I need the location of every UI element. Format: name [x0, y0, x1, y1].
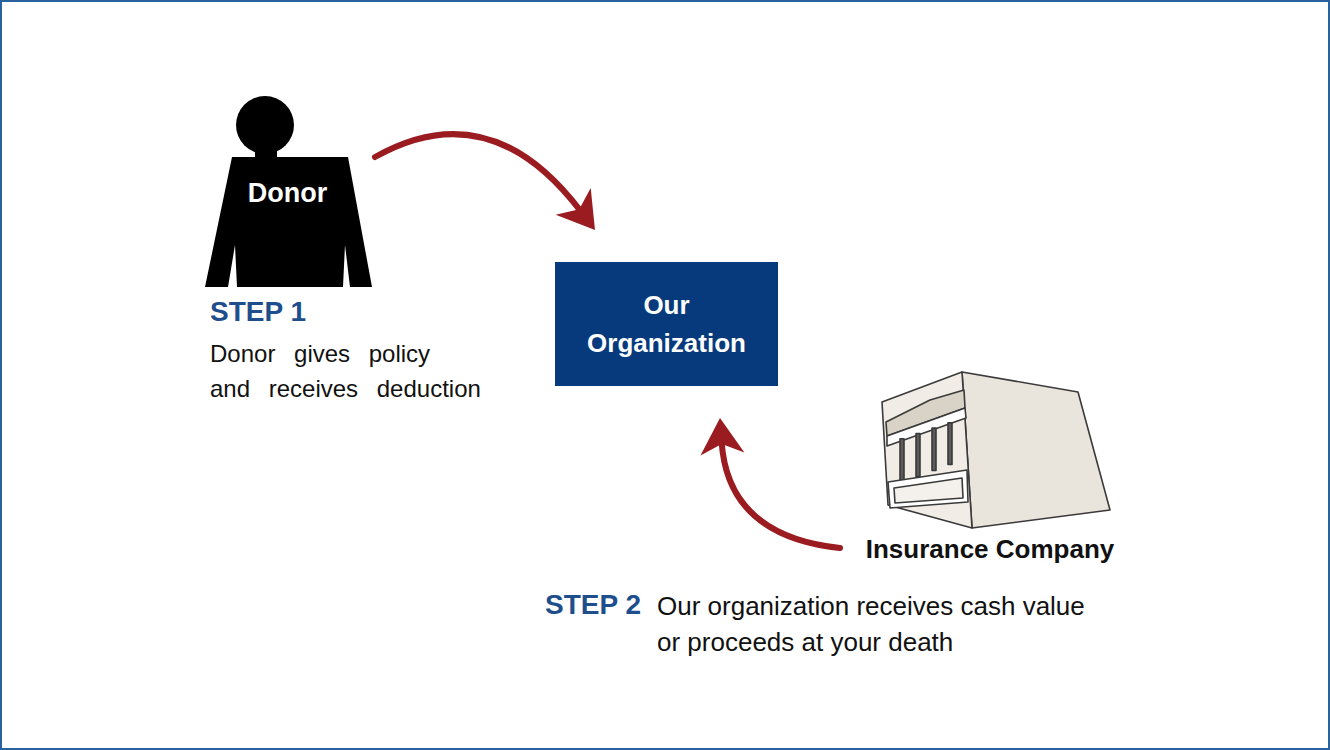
step-number: STEP 2 [545, 587, 641, 623]
building-column [900, 439, 904, 483]
building-frieze [887, 408, 966, 446]
curved-arrow [700, 418, 840, 548]
arrow-head [700, 418, 744, 455]
node-text: Our Organization [581, 286, 752, 362]
step-number: STEP 1 [210, 295, 306, 329]
curved-arrow [375, 134, 595, 230]
arrow-shaft [375, 134, 580, 211]
donor-neck [255, 147, 277, 161]
arrow-shaft [722, 442, 840, 548]
building-column [916, 433, 920, 476]
donor-body [205, 157, 372, 287]
node-text: Donor [200, 177, 375, 209]
building-front [882, 372, 972, 528]
donor-head [236, 96, 294, 154]
building-base-panel [894, 478, 963, 503]
donor-figure: Donor [200, 95, 375, 290]
organization-box: Our Organization [555, 262, 778, 386]
building-column [932, 428, 936, 470]
step-description: Our organization receives cash value or … [657, 588, 1099, 660]
node-text: Insurance Company [840, 533, 1140, 565]
step-description: Donor gives policy and receives deductio… [210, 336, 484, 406]
building-side [962, 372, 1110, 528]
building-column [948, 423, 952, 465]
building-base [888, 470, 968, 508]
arrow-head [556, 188, 595, 230]
insurance-company: Insurance Company [840, 370, 1140, 565]
